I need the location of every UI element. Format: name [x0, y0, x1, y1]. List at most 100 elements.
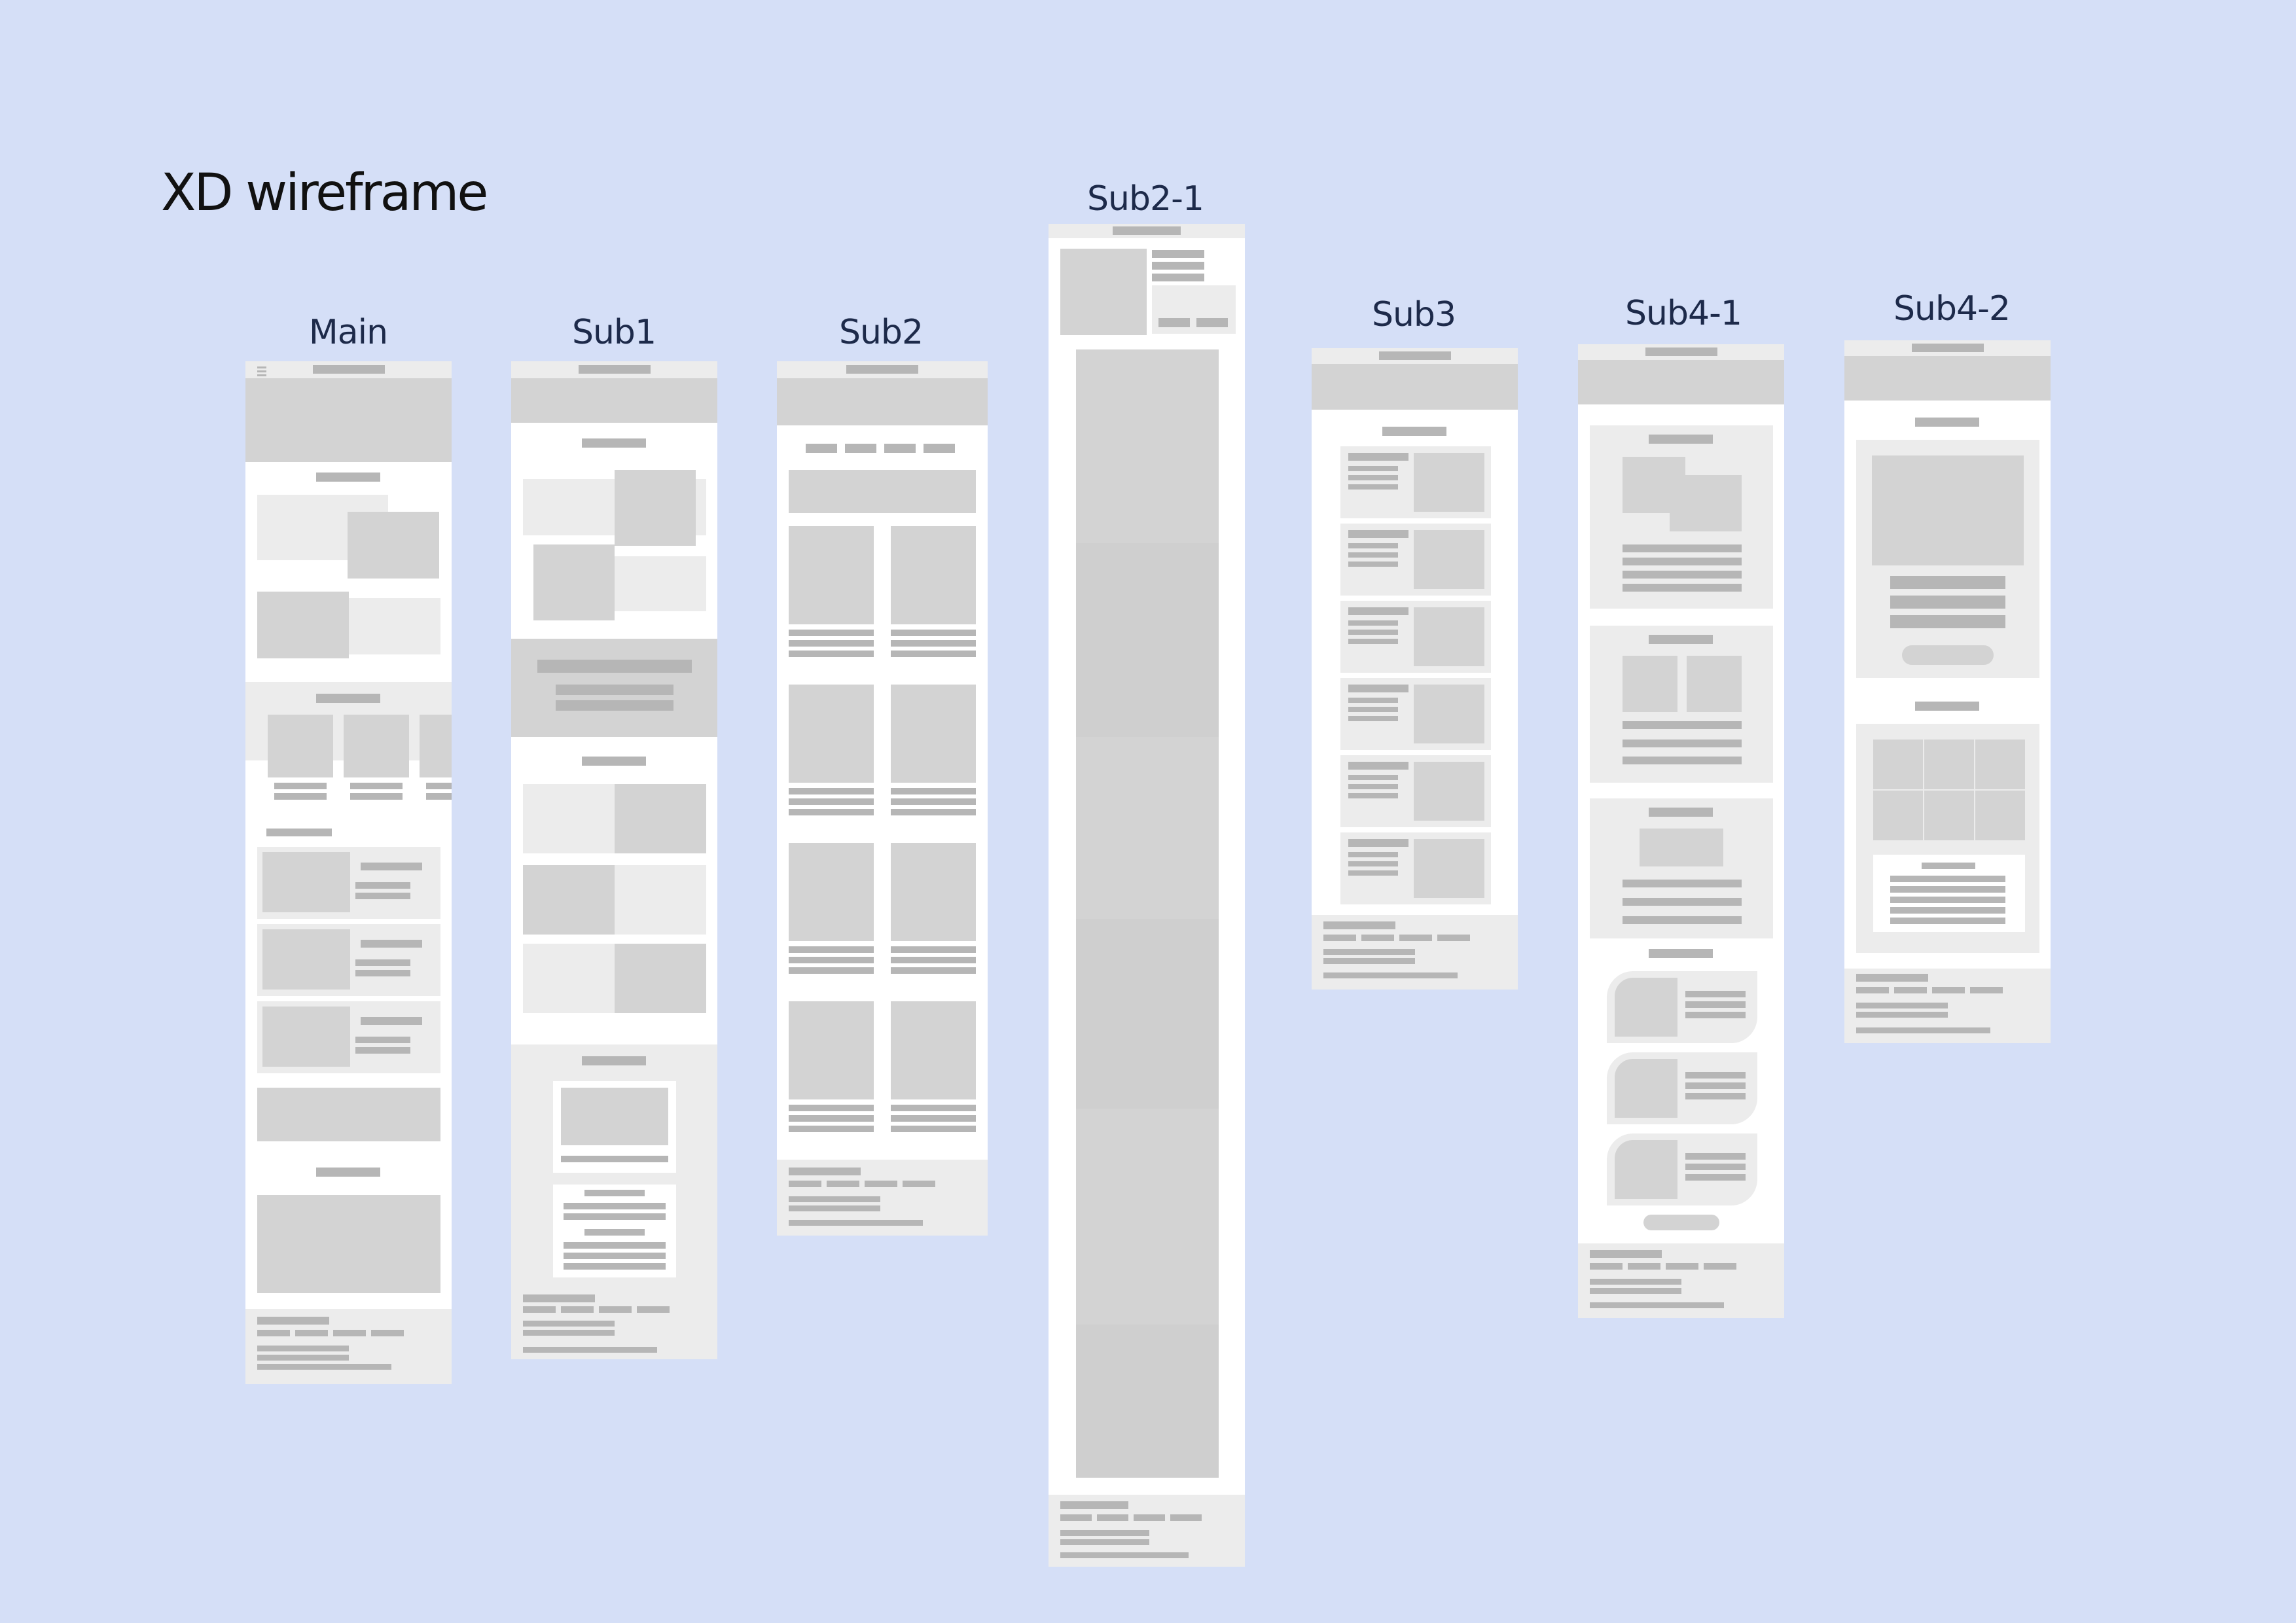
text-line-placeholder [637, 1306, 670, 1313]
text-line-placeholder [564, 1263, 666, 1270]
text-line-placeholder [1932, 987, 1965, 993]
text-line-placeholder [1856, 1003, 1948, 1008]
text-line-placeholder [789, 788, 874, 794]
text-line-placeholder [1348, 562, 1398, 567]
text-line-placeholder [1348, 861, 1398, 866]
text-line-placeholder [1649, 435, 1713, 444]
text-line-placeholder [789, 967, 874, 974]
text-line-placeholder [789, 630, 874, 636]
text-line-placeholder [361, 940, 422, 948]
text-line-placeholder [266, 829, 332, 836]
wireframe-label-sub3: Sub3 [1371, 295, 1456, 334]
text-line-placeholder [523, 1306, 556, 1313]
logo-placeholder [313, 365, 385, 374]
image-placeholder [257, 1088, 440, 1141]
card-background [1590, 798, 1773, 938]
text-line-placeholder [1590, 1288, 1681, 1294]
text-line-placeholder [1348, 716, 1398, 721]
text-line-placeholder [1856, 1012, 1948, 1018]
image-placeholder [1640, 829, 1723, 866]
text-line-placeholder [1060, 1539, 1149, 1545]
image-placeholder [1844, 356, 2051, 401]
text-line-placeholder [1623, 558, 1742, 565]
text-line-placeholder [891, 957, 976, 963]
image-placeholder [1924, 791, 1974, 840]
image-placeholder [262, 1007, 350, 1067]
text-line-placeholder [1060, 1530, 1149, 1536]
wireframe-label-main: Main [308, 313, 388, 352]
text-line-placeholder [891, 788, 976, 794]
text-line-placeholder [523, 1330, 615, 1336]
text-line-placeholder [1348, 852, 1398, 857]
text-line-placeholder [274, 793, 327, 800]
wireframe-label-sub4-2: Sub4-2 [1893, 289, 2011, 329]
text-line-placeholder [891, 1126, 976, 1132]
text-line-placeholder [1890, 876, 2005, 882]
text-line-placeholder [1348, 839, 1408, 847]
text-line-placeholder [891, 798, 976, 805]
image-placeholder [1975, 740, 2025, 789]
wireframe-sub2-1 [1049, 224, 1245, 1567]
text-line-placeholder [1323, 972, 1458, 978]
text-line-placeholder [1645, 348, 1717, 356]
image-placeholder [891, 843, 976, 941]
image-placeholder [1076, 349, 1219, 543]
text-line-placeholder [789, 1126, 874, 1132]
image-placeholder [615, 470, 696, 546]
text-line-placeholder [1361, 935, 1394, 941]
image-placeholder [1615, 978, 1677, 1037]
text-line-placeholder [556, 685, 673, 695]
text-line-placeholder [1915, 702, 1979, 711]
text-line-placeholder [257, 1364, 391, 1370]
text-line-placeholder [579, 365, 651, 374]
text-line-placeholder [884, 444, 916, 453]
image-placeholder [1414, 530, 1484, 589]
image-placeholder [262, 852, 350, 912]
text-line-placeholder [1348, 607, 1408, 615]
text-line-placeholder [1379, 351, 1451, 360]
text-line-placeholder [1437, 935, 1470, 941]
text-line-placeholder [865, 1181, 897, 1187]
text-line-placeholder [1060, 1501, 1128, 1509]
text-line-placeholder [789, 1105, 874, 1111]
wireframe-sub1 [511, 361, 717, 1359]
image-placeholder [1414, 685, 1484, 743]
text-line-placeholder [827, 1181, 859, 1187]
text-line-placeholder [355, 1047, 410, 1054]
image-placeholder [1076, 1109, 1219, 1325]
text-line-placeholder [361, 1017, 422, 1025]
image-placeholder [1873, 791, 1923, 840]
text-line-placeholder [1113, 226, 1181, 235]
text-line-placeholder [350, 793, 403, 800]
text-line-placeholder [1348, 639, 1398, 644]
image-placeholder [1060, 249, 1147, 335]
text-line-placeholder [1890, 907, 2005, 914]
text-line-placeholder [789, 1196, 880, 1202]
image-placeholder [789, 1001, 874, 1099]
text-line-placeholder [1323, 958, 1415, 964]
text-line-placeholder [523, 1321, 615, 1327]
text-line-placeholder [257, 1355, 349, 1361]
image-placeholder [615, 784, 706, 853]
text-line-placeholder [1912, 344, 1984, 352]
text-line-placeholder [1666, 1263, 1698, 1270]
image-placeholder [891, 1001, 976, 1099]
text-line-placeholder [789, 1115, 874, 1122]
image-placeholder [1670, 475, 1742, 531]
image-placeholder [257, 1195, 440, 1293]
text-line-placeholder [582, 1056, 646, 1065]
image-placeholder [1312, 364, 1518, 410]
wireframe-sub2 [777, 361, 988, 1236]
text-line-placeholder [257, 370, 266, 372]
text-line-placeholder [789, 946, 874, 953]
text-line-placeholder [1685, 1164, 1746, 1170]
hamburger-icon [257, 366, 266, 368]
image-placeholder [1643, 1215, 1719, 1230]
text-line-placeholder [584, 1190, 645, 1196]
image-placeholder [523, 865, 615, 935]
text-line-placeholder [561, 1156, 668, 1162]
section-title [316, 473, 380, 482]
text-line-placeholder [1348, 775, 1398, 780]
image-placeholder [257, 592, 349, 658]
text-line-placeholder [1685, 1174, 1746, 1181]
